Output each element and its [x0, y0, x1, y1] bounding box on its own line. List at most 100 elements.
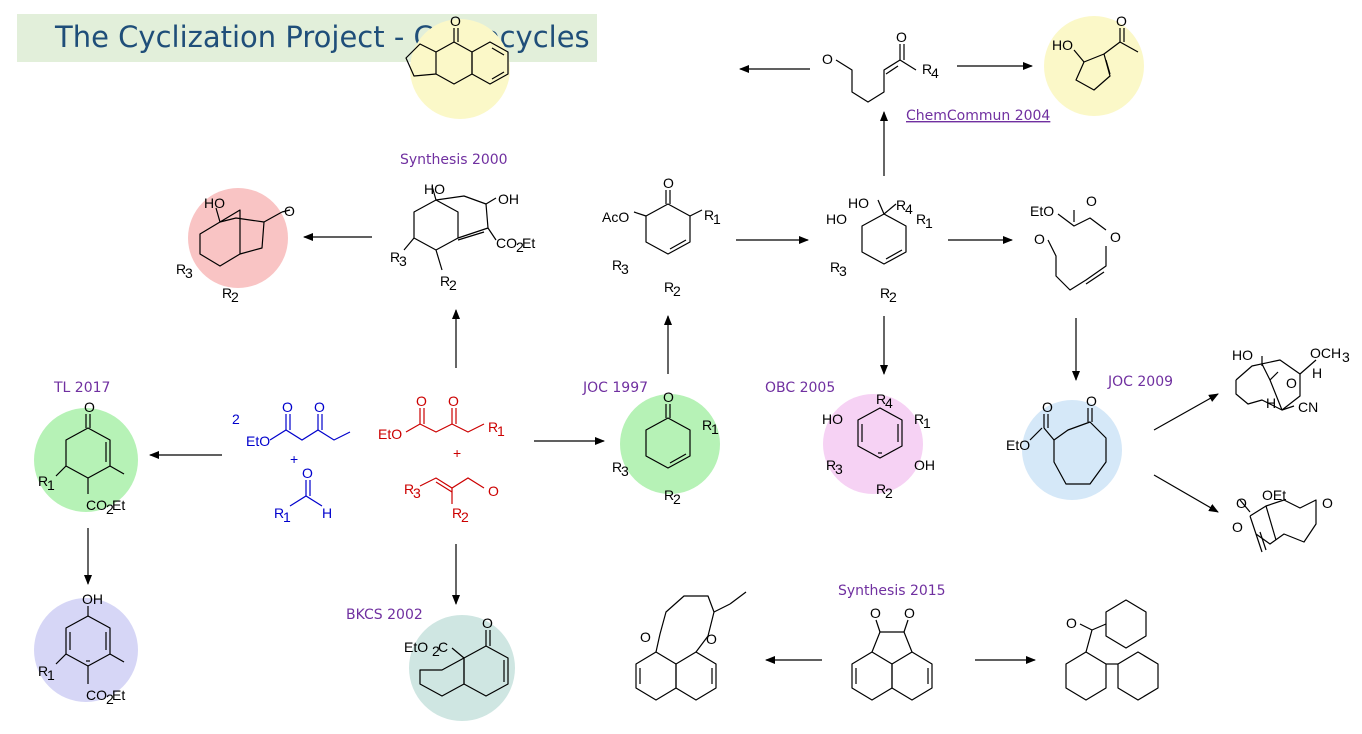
aryl-et: Et: [112, 687, 125, 703]
synthesis2000-ho: HO: [424, 181, 445, 197]
reference-obc-2005: OBC 2005: [765, 380, 835, 396]
structure-joc2009-cycloheptadienone: O O EtO: [1006, 393, 1107, 485]
tricyclic-ester-o2: O: [1322, 495, 1333, 511]
joc1997-r3-sub: 3: [621, 463, 629, 479]
highlight-green-tl: [34, 408, 138, 512]
acetoxy-aco: AcO: [602, 209, 629, 225]
structure-tribenzotropone: O: [1065, 599, 1159, 701]
joc1997-r3: R: [612, 459, 622, 475]
highlight-yellow-cyclopentenone: [1044, 16, 1144, 116]
ketoester-o1: O: [1086, 193, 1097, 209]
joc2009-o2: O: [1042, 399, 1053, 415]
highlight-blue-joc2009: [1022, 400, 1122, 500]
aryl-r1: R: [38, 663, 48, 679]
structure-obc2005-phenol: R 4 HO R 1 R 3 OH R 2: [822, 391, 935, 501]
phenanthrene-o1: O: [870, 605, 881, 621]
structure-acetylcyclopentenol: HO O: [1052, 13, 1139, 91]
bkcs-c: C: [438, 639, 448, 655]
synthesis2000-r3: R: [390, 249, 400, 265]
synthesis2000-r3-sub: 3: [399, 253, 407, 269]
ketoester-eto: EtO: [1030, 203, 1054, 219]
diol-r3: R: [830, 259, 840, 275]
phenanthrene-o2: O: [904, 605, 915, 621]
reagent-red-r1-sub: 1: [497, 423, 505, 439]
diol-r4: R: [896, 197, 906, 213]
structure-ketoester-aldehyde: EtO O O O: [1030, 193, 1121, 291]
reagent-red-r3: R: [404, 481, 414, 497]
tricyclic-cn-cn: CN: [1298, 399, 1318, 415]
acetoxy-r2: R: [664, 279, 674, 295]
reference-bkcs-2002: BKCS 2002: [346, 607, 423, 623]
acetoxy-r1: R: [704, 207, 714, 223]
synthesis2000-co-sub: 2: [516, 239, 524, 255]
bicyclic-r2: R: [222, 285, 232, 301]
tl2017-co-sub: 2: [106, 501, 114, 517]
highlight-purple-aryl: [34, 598, 138, 702]
reagent-plus-blue: +: [290, 451, 298, 467]
structure-enedione: O O R 4: [822, 29, 939, 103]
reagent-aldehyde-o: O: [302, 465, 313, 481]
structure-bkcs2002-decalone: O EtO 2 C: [404, 615, 509, 697]
reagent-aldehyde-r: R: [274, 505, 284, 521]
macrocycle-o1: O: [640, 629, 651, 645]
obc-r2-sub: 2: [885, 485, 893, 501]
obc-ho: HO: [822, 411, 843, 427]
reagent-ketoester-eto: EtO: [246, 433, 270, 449]
bicyclic-r3: R: [176, 261, 186, 277]
structure-tl2017-cyclohexenone: O R 1 CO 2 Et: [38, 399, 125, 517]
diol-ho1: HO: [848, 195, 869, 211]
reagent-red-eto: EtO: [378, 426, 402, 442]
cyclopentenone-ho: HO: [1052, 37, 1073, 53]
enedione-o1: O: [822, 51, 833, 67]
reference-synthesis-2015: Synthesis 2015: [838, 583, 946, 599]
structure-joc1997-cyclohexenone: O R 1 R 3 R 2: [612, 389, 719, 507]
chromanone-o: O: [450, 13, 461, 29]
reference-chemcommun-2004: ChemCommun 2004: [906, 108, 1050, 124]
joc1997-r2: R: [664, 487, 674, 503]
tl2017-r1: R: [38, 473, 48, 489]
structure-synthesis2000: HO OH CO 2 Et R 3 R 2: [390, 181, 535, 293]
reagent-red-r3-sub: 3: [413, 485, 421, 501]
tricyclic-cn-ho: HO: [1232, 347, 1253, 363]
acetoxy-r2-sub: 2: [673, 283, 681, 299]
structure-macrocyclic-dione: O O: [635, 591, 747, 701]
aryl-r1-sub: 1: [47, 667, 55, 683]
aryl-co-sub: 2: [106, 691, 114, 707]
highlight-yellow-chromanone: [410, 19, 510, 119]
reagent-plus-red: +: [453, 445, 461, 461]
diol-r2: R: [880, 285, 890, 301]
structure-tricyclic-ester: O OEt O O: [1232, 487, 1333, 553]
tl2017-co: CO: [86, 497, 107, 513]
bicyclic-ho: HO: [204, 195, 225, 211]
structure-bicyclic-ketone: HO O R 3 R 2: [176, 195, 295, 305]
reagent-coefficient: 2: [232, 411, 240, 427]
reagent-aldehyde-r-sub: 1: [283, 509, 291, 525]
bicyclic-r2-sub: 2: [231, 289, 239, 305]
diol-r3-sub: 3: [839, 263, 847, 279]
diol-ho2: HO: [826, 211, 847, 227]
acetoxy-r3: R: [612, 257, 622, 273]
synthesis2000-r2-sub: 2: [449, 277, 457, 293]
reagent-red-r2: R: [452, 505, 462, 521]
structure-phenanthrenequinone: O O: [851, 605, 933, 701]
joc2009-eto: EtO: [1006, 437, 1030, 453]
synthesis2000-et: Et: [522, 235, 535, 251]
obc-r3: R: [826, 457, 836, 473]
reference-tl-2017: TL 2017: [53, 380, 110, 396]
acetoxy-o: O: [663, 175, 674, 191]
enedione-r4-sub: 4: [931, 65, 939, 81]
joc1997-r1-sub: 1: [711, 421, 719, 437]
enedione-r4: R: [922, 61, 932, 77]
acetoxy-r1-sub: 1: [713, 211, 721, 227]
cyclopentenone-o: O: [1116, 13, 1127, 29]
synthesis2000-co: CO: [496, 235, 517, 251]
reagent-red-r1: R: [488, 419, 498, 435]
structure-aryl-ester: OH R 1 CO 2 Et: [38, 591, 125, 707]
obc-r3-sub: 3: [835, 461, 843, 477]
bicyclic-o: O: [284, 203, 295, 219]
diol-r1-sub: 1: [925, 215, 933, 231]
ketoester-o2: O: [1034, 231, 1045, 247]
reagent-ketoester-o1: O: [282, 399, 293, 415]
bkcs-eto: EtO: [404, 639, 428, 655]
